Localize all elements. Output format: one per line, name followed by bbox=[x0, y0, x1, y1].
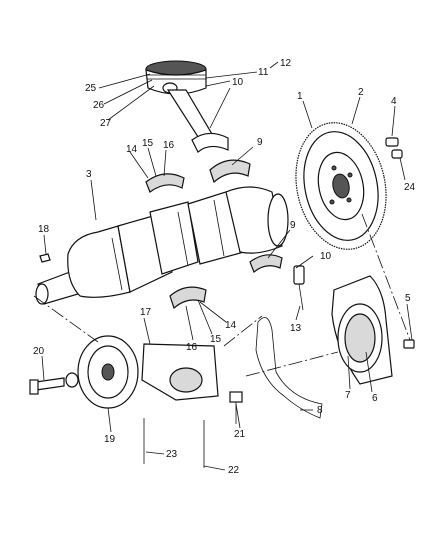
callout-20: 20 bbox=[33, 346, 45, 357]
callouts: 1 2 3 4 5 6 7 8 9 9 10 10 11 12 13 14 14… bbox=[33, 58, 416, 476]
callout-18: 18 bbox=[38, 224, 50, 235]
callout-19: 19 bbox=[104, 434, 116, 445]
crank-position-sensor bbox=[293, 265, 305, 311]
callout-16b: 16 bbox=[186, 342, 198, 353]
callout-8: 8 bbox=[317, 405, 323, 416]
cap-bolt bbox=[229, 391, 243, 424]
main-bearing-upper bbox=[249, 254, 283, 273]
rod-bearing-lower bbox=[145, 173, 185, 193]
callout-14a: 14 bbox=[126, 144, 138, 155]
callout-9a: 9 bbox=[257, 137, 263, 148]
callout-12: 12 bbox=[280, 58, 292, 69]
crank-key bbox=[39, 253, 51, 263]
callout-9b: 9 bbox=[290, 220, 296, 231]
callout-14b: 14 bbox=[225, 320, 237, 331]
callout-21: 21 bbox=[234, 429, 246, 440]
vibration-damper bbox=[77, 335, 139, 409]
callout-24: 24 bbox=[404, 182, 416, 193]
rear-seal-retainer bbox=[331, 275, 393, 385]
callout-11: 11 bbox=[258, 67, 269, 78]
rod-bearing-upper bbox=[209, 159, 251, 184]
damper-bolt bbox=[29, 377, 65, 395]
main-bearing-lower bbox=[169, 286, 207, 310]
callout-23: 23 bbox=[166, 449, 178, 460]
callout-17: 17 bbox=[140, 307, 152, 318]
callout-5: 5 bbox=[405, 293, 411, 304]
retainer-gasket bbox=[255, 317, 323, 419]
callout-26: 26 bbox=[93, 100, 105, 111]
callout-25: 25 bbox=[85, 83, 97, 94]
callout-7: 7 bbox=[345, 390, 351, 401]
callout-10b: 10 bbox=[320, 251, 332, 262]
callout-15a: 15 bbox=[142, 138, 154, 149]
flywheel-dowel bbox=[391, 149, 403, 159]
callout-10a: 10 bbox=[232, 77, 244, 88]
leader-lines bbox=[41, 61, 413, 471]
flywheel bbox=[295, 122, 387, 250]
callout-1: 1 bbox=[297, 91, 303, 102]
callout-27: 27 bbox=[100, 118, 112, 129]
callout-6: 6 bbox=[372, 393, 378, 404]
connecting-rod bbox=[166, 89, 229, 153]
callout-2: 2 bbox=[358, 87, 364, 98]
crankshaft bbox=[35, 186, 289, 305]
callout-3: 3 bbox=[86, 169, 92, 180]
callout-4: 4 bbox=[391, 96, 397, 107]
callout-22: 22 bbox=[228, 465, 240, 476]
callout-13: 13 bbox=[290, 323, 302, 334]
piston-assembly bbox=[145, 60, 207, 95]
damper-washer bbox=[65, 372, 79, 388]
main-bearing-cap bbox=[141, 343, 219, 401]
callout-15b: 15 bbox=[210, 334, 222, 345]
flywheel-bolt bbox=[385, 137, 399, 147]
retainer-bolt bbox=[403, 339, 415, 349]
callout-16a: 16 bbox=[163, 140, 175, 151]
